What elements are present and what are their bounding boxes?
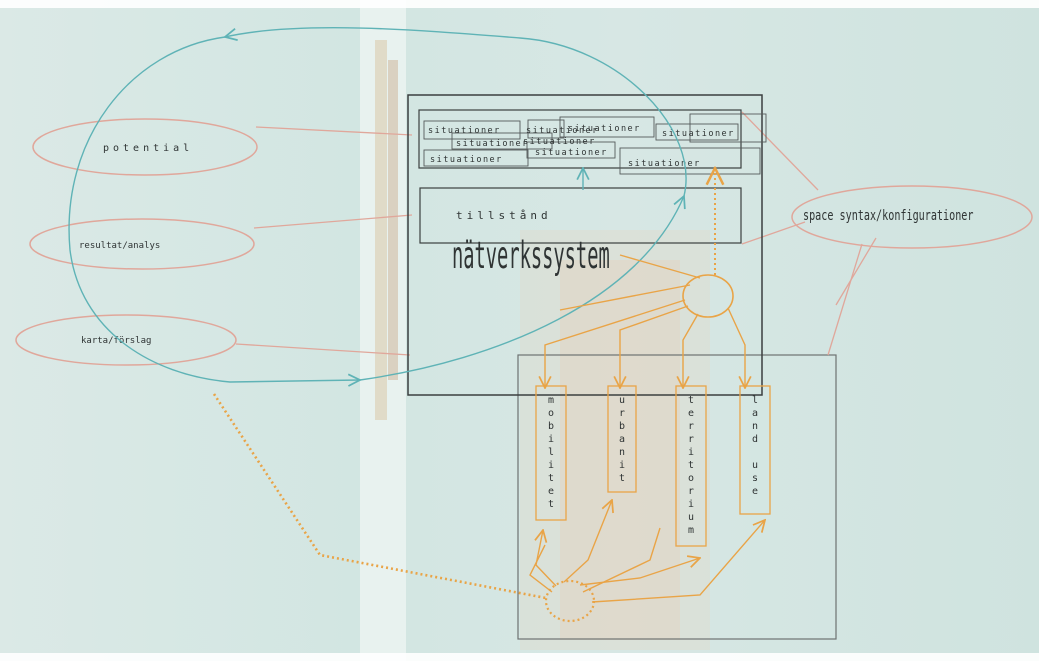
column-char: i [688, 447, 694, 458]
column-char: o [548, 408, 554, 419]
mobilitet-text: m o b i l i t e t [548, 395, 554, 510]
column-char: m [688, 525, 694, 536]
column-char: n [752, 421, 758, 432]
column-char: r [688, 486, 694, 497]
column-char: d [752, 434, 758, 445]
column-char: i [548, 434, 554, 445]
resultat-label: resultat/analys [79, 241, 160, 251]
column-char: r [619, 408, 625, 419]
background-bottom-border [0, 653, 1039, 661]
column-char: t [619, 473, 625, 484]
column-char: t [548, 473, 554, 484]
column-char: i [619, 460, 625, 471]
territorium-text: t e r r i t o r i u m [688, 395, 694, 536]
column-char: a [752, 408, 758, 419]
background-door-edge [388, 60, 398, 380]
column-char: l [752, 395, 758, 406]
column-char: r [688, 421, 694, 432]
column-char: u [688, 512, 694, 523]
column-char: r [688, 434, 694, 445]
column-char: b [619, 421, 625, 432]
column-char: e [548, 486, 554, 497]
tillstand-label: tillstånd [456, 209, 552, 222]
column-char: u [619, 395, 625, 406]
column-char: l [548, 447, 554, 458]
column-char: s [752, 473, 758, 484]
column-char: m [548, 395, 554, 406]
column-char: n [619, 447, 625, 458]
background-door-frame [375, 40, 387, 420]
column-char: i [688, 499, 694, 510]
background-top-border [0, 0, 1039, 8]
column-char: e [752, 486, 758, 497]
column-char: e [688, 408, 694, 419]
situationer-label: situationer [428, 126, 501, 136]
situationer-label: situationer [628, 159, 701, 169]
column-char: t [688, 460, 694, 471]
urbanit-text: u r b a n i t [619, 395, 625, 484]
situationer-label: situationer [568, 124, 641, 134]
situationer-label: situationer [523, 137, 596, 147]
situationer-label: situationer [535, 148, 608, 158]
column-char: u [752, 460, 758, 471]
situationer-label: situationer [430, 155, 503, 165]
column-char: t [688, 395, 694, 406]
potential-label: potential [103, 143, 193, 154]
column-char: i [548, 460, 554, 471]
column-char: o [688, 473, 694, 484]
natverkssystem-label: nätverkssystem [452, 234, 610, 277]
space-syntax-label: space syntax/konfigurationer [803, 207, 973, 223]
situationer-label: situationer [456, 139, 529, 149]
column-char: a [619, 434, 625, 445]
column-char: b [548, 421, 554, 432]
column-char: t [548, 499, 554, 510]
